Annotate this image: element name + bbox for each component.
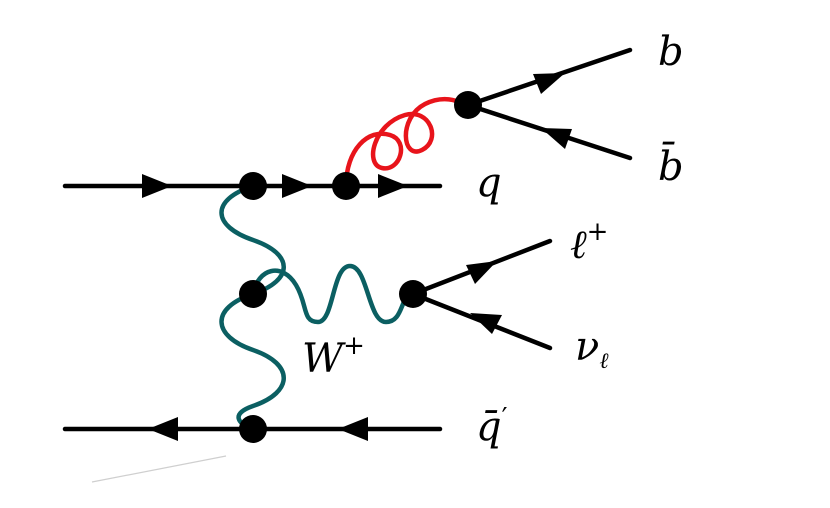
label-w-boson: W+ — [302, 331, 365, 382]
label-qbar-prime: q̄′ — [476, 403, 508, 450]
gluon-line — [343, 96, 471, 189]
label-neutrino: νℓ — [575, 324, 609, 374]
w-boson-line — [250, 263, 416, 325]
label-q: q — [476, 160, 502, 206]
vertex-dot — [239, 280, 267, 308]
exchange-boson-line — [219, 183, 286, 432]
stray-stroke — [91, 455, 227, 483]
label-lepton: ℓ+ — [570, 217, 608, 268]
arrow-icon — [470, 313, 502, 334]
arrow-icon — [533, 73, 565, 94]
label-b: b — [658, 29, 684, 75]
arrow-icon — [541, 128, 572, 149]
arrow-icon — [282, 174, 312, 198]
arrow-icon — [338, 417, 368, 441]
vertex-dot — [239, 415, 267, 443]
label-bbar: b̄ — [658, 141, 684, 190]
vertex-dot — [454, 91, 482, 119]
vertex-dot — [239, 172, 267, 200]
arrow-icon — [142, 174, 172, 198]
arrow-icon — [148, 417, 178, 441]
vertex-dot — [399, 280, 427, 308]
arrow-icon — [466, 261, 497, 284]
vertex-dot — [332, 172, 360, 200]
arrow-icon — [378, 174, 408, 198]
